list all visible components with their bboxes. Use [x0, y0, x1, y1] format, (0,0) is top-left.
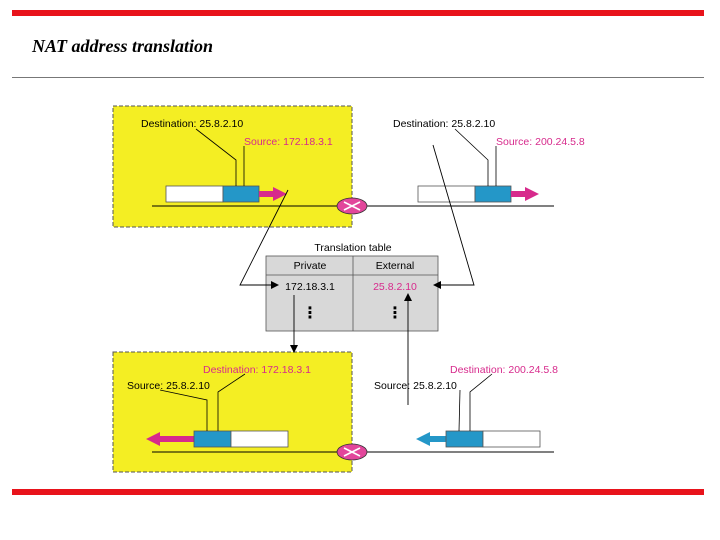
label-bottom-right-destination: Destination: 200.24.5.8: [450, 364, 558, 376]
label-bottom-left-source: Source: 25.8.2.10: [127, 380, 210, 392]
table-ellipsis-private: ⋮: [302, 303, 318, 322]
table-ellipsis-external: ⋮: [387, 303, 403, 322]
leader-lines-bottom-left: [159, 373, 246, 431]
table-header-external: External: [376, 260, 415, 272]
router-icon: [336, 197, 368, 215]
label-bottom-left-destination: Destination: 172.18.3.1: [203, 364, 311, 376]
title-separator: [12, 77, 704, 78]
leader-lines-top-right: [454, 128, 497, 186]
table-cell-external: 25.8.2.10: [373, 281, 417, 293]
page-title: NAT address translation: [32, 36, 214, 56]
translation-table-title: Translation table: [314, 242, 391, 254]
leader-lines-top-left: [195, 128, 245, 186]
packet-top-right: [417, 185, 539, 203]
packet-bottom-left: [146, 430, 289, 448]
packet-top-left: [165, 185, 287, 203]
label-bottom-right-source: Source: 25.8.2.10: [374, 380, 457, 392]
bottom-accent-bar: [12, 489, 704, 495]
translation-arrows: [239, 144, 475, 405]
leader-lines-bottom-right: [458, 373, 493, 432]
table-header-private: Private: [294, 260, 327, 272]
label-top-right-destination: Destination: 25.8.2.10: [393, 118, 495, 130]
packet-bottom-right: [416, 430, 541, 448]
label-top-left-source: Source: 172.18.3.1: [244, 136, 333, 148]
label-top-right-source: Source: 200.24.5.8: [496, 136, 585, 148]
private-site-top: [112, 105, 353, 228]
label-top-left-destination: Destination: 25.8.2.10: [141, 118, 243, 130]
top-accent-bar: [12, 10, 704, 16]
table-cell-private: 172.18.3.1: [285, 281, 335, 293]
router-icon: [336, 443, 368, 461]
